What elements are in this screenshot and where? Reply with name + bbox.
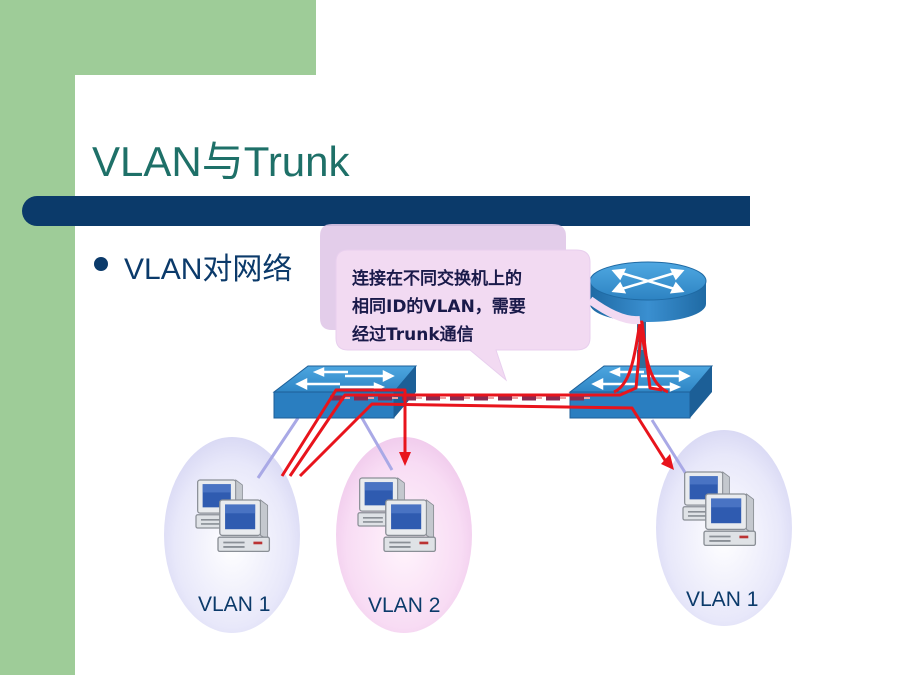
computer-icon: [703, 493, 757, 547]
green-sidebar: [0, 0, 75, 675]
switch-icon: [272, 365, 418, 419]
title-underline-bar: [22, 196, 750, 226]
callout-line-1: 连接在不同交换机上的: [352, 269, 522, 289]
callout-line-2: 相同ID的VLAN，需要: [352, 297, 526, 317]
vlan1-right-label: VLAN 1: [686, 588, 759, 611]
bullet-icon: [94, 257, 108, 271]
green-top-band: [0, 0, 316, 75]
computer-icon: [217, 499, 271, 553]
switch-icon: [568, 365, 714, 419]
vlan1-left-label: VLAN 1: [198, 593, 271, 616]
computer-icon: [383, 499, 437, 553]
callout-text: 连接在不同交换机上的 相同ID的VLAN，需要 经过Trunk通信: [352, 265, 582, 349]
router-icon: [589, 261, 707, 322]
bullet-text: VLAN对网络: [124, 253, 293, 286]
slide-title: VLAN与Trunk: [92, 138, 350, 185]
vlan2-label: VLAN 2: [368, 594, 441, 617]
callout-line-3: 经过Trunk通信: [352, 325, 474, 345]
callout-bubble: [335, 249, 591, 382]
